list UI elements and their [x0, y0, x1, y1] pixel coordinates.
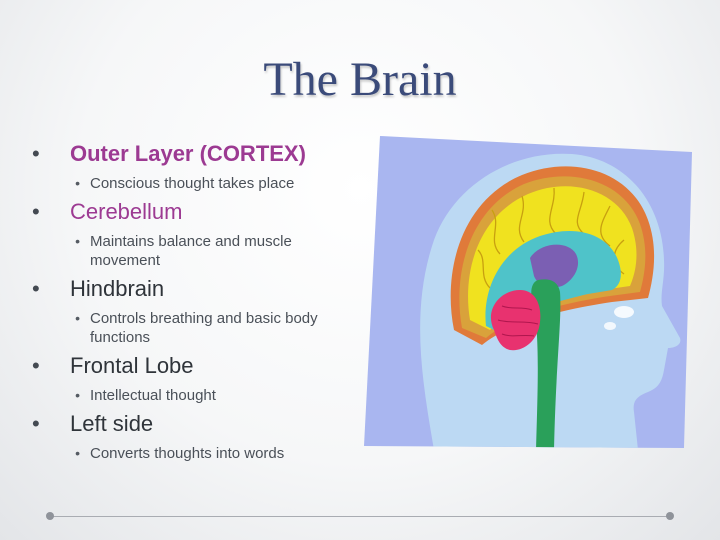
bullet-item-outer-layer: • Outer Layer (CORTEX) • Conscious thoug… [30, 140, 360, 193]
sub-bullet-glyph: • [75, 233, 80, 249]
sinus-structure [604, 322, 616, 330]
bullet-detail: Intellectual thought [90, 387, 216, 404]
bullet-detail: Controls breathing and basic body functi… [90, 310, 318, 346]
bullet-label: Outer Layer (CORTEX) [70, 141, 306, 166]
bullet-detail: Maintains balance and muscle movement [90, 233, 292, 269]
sub-bullet-glyph: • [75, 175, 80, 191]
bullet-label: Left side [70, 411, 154, 436]
sub-bullet-glyph: • [75, 310, 80, 326]
sub-bullet-glyph: • [75, 387, 80, 403]
footer-rule-dot-left [46, 512, 54, 520]
bullet-glyph: • [32, 411, 40, 436]
footer-rule-dot-right [666, 512, 674, 520]
bullet-item-left-side: • Left side • Converts thoughts into wor… [30, 410, 360, 463]
cortex-folds [477, 187, 625, 289]
bullet-glyph: • [32, 199, 40, 224]
ventricle [530, 244, 579, 288]
brain-cross-section-icon [364, 136, 692, 448]
cerebellum-folds [497, 305, 539, 337]
bullet-item-frontal-lobe: • Frontal Lobe • Intellectual thought [30, 352, 360, 405]
bullet-item-cerebellum: • Cerebellum • Maintains balance and mus… [30, 198, 360, 270]
bullet-glyph: • [32, 276, 40, 301]
slide-title: The Brain [263, 53, 457, 106]
sub-bullet-glyph: • [75, 445, 80, 461]
sinus-structure [614, 306, 634, 318]
bullet-label: Hindbrain [70, 276, 165, 301]
bullet-glyph: • [32, 353, 40, 378]
bullet-detail: Converts thoughts into words [90, 445, 285, 462]
bullet-label: Cerebellum [70, 199, 183, 224]
bullet-label: Frontal Lobe [70, 353, 194, 378]
bullet-glyph: • [32, 141, 40, 166]
bullet-item-hindbrain: • Hindbrain • Controls breathing and bas… [30, 275, 360, 347]
footer-rule [50, 516, 670, 517]
bullet-detail: Conscious thought takes place [90, 175, 295, 192]
